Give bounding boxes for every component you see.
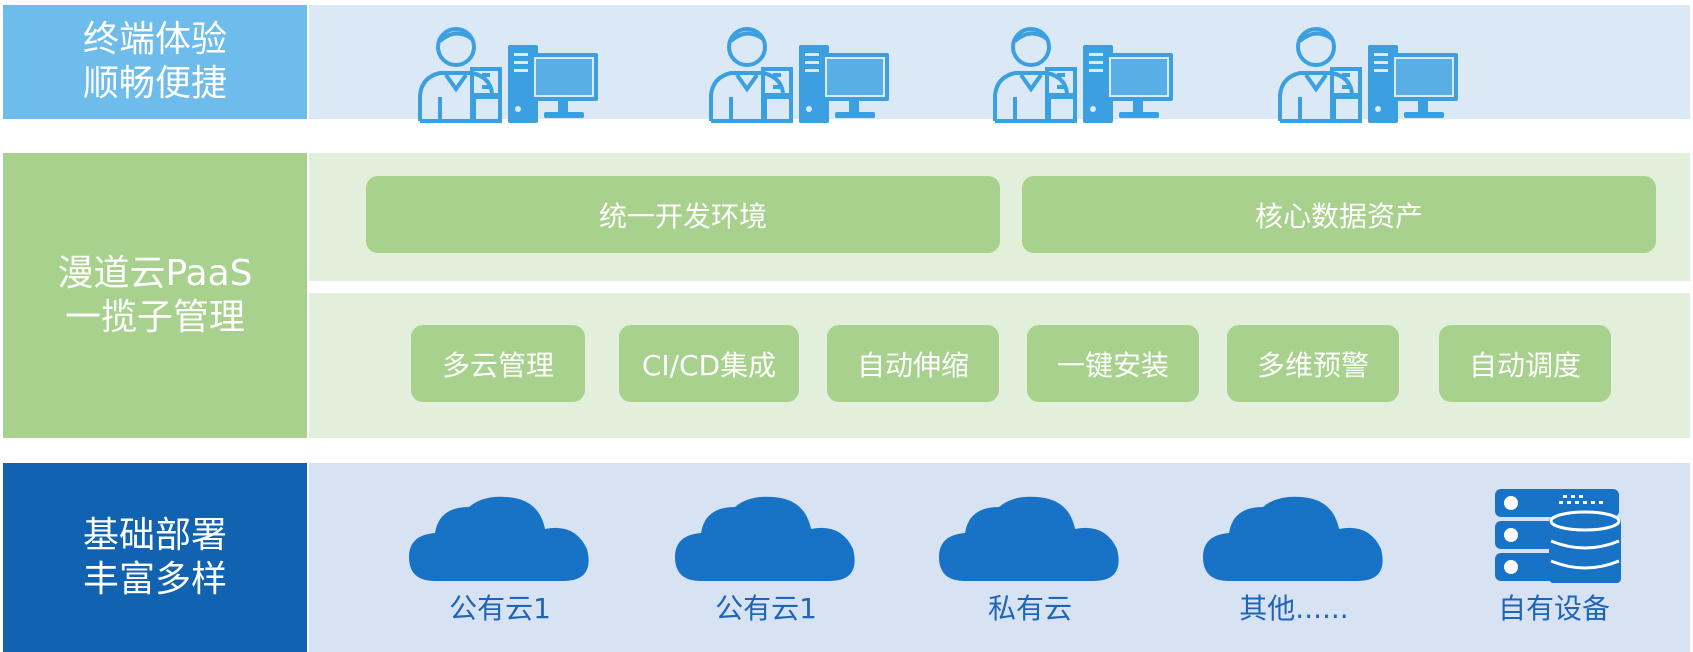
cloud-icon: [1203, 496, 1383, 581]
cloud-icon: [939, 496, 1119, 581]
middle-label-line2: 一揽子管理: [64, 296, 245, 338]
user-computer-icon: [416, 23, 616, 123]
auto-scaling-block: 自动伸缩: [827, 325, 999, 402]
deploy-label: 公有云1: [449, 592, 551, 625]
deploy-item-public-cloud-2: 公有云1: [671, 493, 861, 633]
bottom-layer-label: 基础部署 丰富多样: [3, 463, 307, 652]
server-database-icon: [1495, 489, 1621, 589]
core-data-assets-block: 核心数据资产: [1022, 176, 1656, 253]
deploy-item-public-cloud-1: 公有云1: [405, 493, 595, 633]
multi-cloud-mgmt-block: 多云管理: [411, 325, 585, 402]
deploy-item-private-cloud: 私有云: [935, 493, 1125, 633]
middle-layer-label: 漫道云PaaS 一揽子管理: [3, 153, 307, 438]
top-label-line2: 顺畅便捷: [82, 63, 227, 104]
cloud-icon: [409, 496, 589, 581]
middle-label-line1: 漫道云PaaS: [57, 252, 253, 294]
middle-layer-panel-upper: 统一开发环境 核心数据资产: [309, 153, 1690, 281]
user-computer-icon: [991, 23, 1191, 123]
deploy-label: 其他......: [1239, 592, 1349, 625]
auto-scheduling-block: 自动调度: [1439, 325, 1611, 402]
deploy-label: 私有云: [987, 592, 1072, 625]
top-layer-panel: [309, 5, 1690, 123]
one-click-install-block: 一键安装: [1027, 325, 1199, 402]
middle-layer-panel-lower: 多云管理 CI/CD集成 自动伸缩 一键安装 多维预警 自动调度: [309, 293, 1690, 438]
multi-dim-alert-block: 多维预警: [1227, 325, 1399, 402]
deploy-label: 公有云1: [715, 592, 817, 625]
cloud-icon: [675, 496, 855, 581]
bottom-layer-panel: 公有云1 公有云1 私有云 其他......: [309, 463, 1690, 652]
bottom-label-line2: 丰富多样: [82, 558, 227, 600]
unified-dev-env-block: 统一开发环境: [366, 176, 1000, 253]
bottom-label-line1: 基础部署: [82, 514, 227, 556]
deploy-item-own-devices: 自有设备: [1459, 487, 1649, 627]
user-computer-icon: [1276, 23, 1476, 123]
top-label-line1: 终端体验: [82, 19, 227, 60]
top-layer-label: 终端体验 顺畅便捷: [3, 5, 307, 119]
cicd-integration-block: CI/CD集成: [619, 325, 799, 402]
deploy-item-others: 其他......: [1199, 493, 1389, 633]
deploy-label: 自有设备: [1497, 592, 1610, 625]
user-computer-icon: [707, 23, 907, 123]
